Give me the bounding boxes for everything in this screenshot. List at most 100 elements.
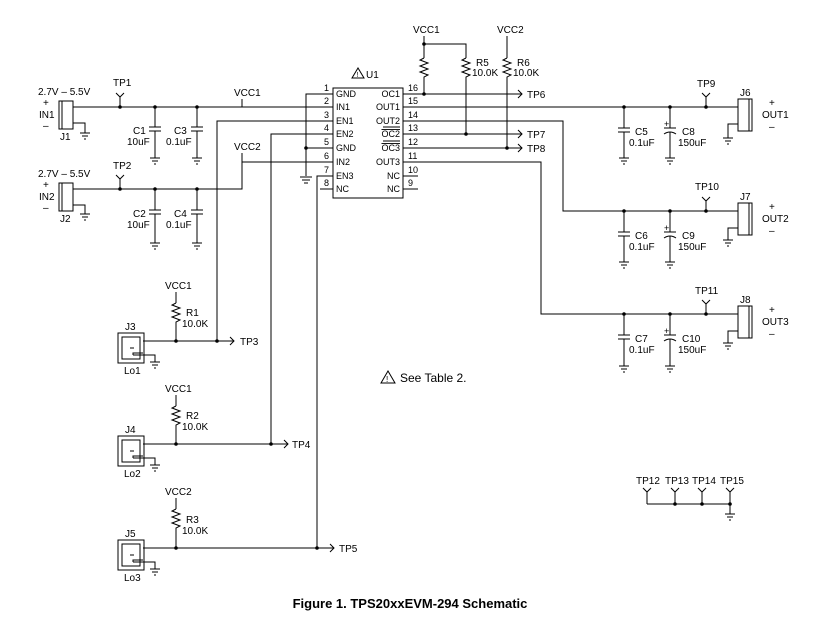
pin-name: EN1 bbox=[336, 116, 354, 126]
connector-ref: J6 bbox=[740, 88, 751, 99]
pin-number: 15 bbox=[408, 96, 418, 106]
component-value: 0.1uF bbox=[629, 138, 655, 149]
ground-icon bbox=[192, 157, 202, 165]
test-point-label: TP14 bbox=[692, 476, 716, 487]
minus-label: – bbox=[769, 122, 775, 133]
test-point-icon bbox=[725, 487, 735, 493]
connector-j7 bbox=[737, 202, 753, 236]
ground-icon bbox=[665, 365, 675, 373]
pin-number: 16 bbox=[408, 83, 418, 93]
resistor-icon bbox=[460, 57, 472, 134]
resistor-icon bbox=[170, 302, 182, 341]
component-value: 150uF bbox=[678, 242, 706, 253]
pin-name: OUT1 bbox=[376, 102, 400, 112]
ground-icon bbox=[723, 137, 733, 145]
test-point-icon bbox=[283, 439, 289, 449]
test-point-icon bbox=[517, 89, 523, 99]
pin-number: 2 bbox=[324, 96, 329, 106]
minus-label: – bbox=[43, 121, 49, 132]
jumper-j3 bbox=[117, 332, 145, 364]
component-ref: C7 bbox=[635, 334, 648, 345]
test-point-icon bbox=[697, 487, 707, 493]
pin-name: GND bbox=[336, 89, 357, 99]
component-value: 0.1uF bbox=[166, 137, 192, 148]
output-net-label: OUT1 bbox=[762, 110, 789, 121]
component-ref: R1 bbox=[186, 308, 199, 319]
pin-number: 10 bbox=[408, 165, 418, 175]
resistor-icon bbox=[170, 508, 182, 548]
svg-text:!: ! bbox=[357, 72, 359, 79]
test-point-label: TP12 bbox=[636, 476, 660, 487]
component-ref: C4 bbox=[174, 209, 187, 220]
pin-number: 14 bbox=[408, 110, 418, 120]
test-point-label: TP5 bbox=[339, 544, 358, 555]
component-ref: C9 bbox=[682, 231, 695, 242]
ground-icon bbox=[723, 342, 733, 350]
ic-body bbox=[332, 87, 404, 199]
test-point-icon bbox=[329, 543, 335, 553]
ground-test-points: TP12 TP13 TP14 TP15 bbox=[636, 476, 744, 521]
output-3-section: TP11 C7 0.1uF + C10 150uF J8 + OUT3 – bbox=[418, 161, 789, 373]
connector-ref: J4 bbox=[125, 425, 136, 436]
component-value: 150uF bbox=[678, 345, 706, 356]
test-point-label: TP13 bbox=[665, 476, 689, 487]
warning-icon bbox=[380, 370, 396, 384]
pin-name: OC1 bbox=[381, 89, 400, 99]
ground-icon bbox=[619, 365, 629, 373]
plus-label: + bbox=[769, 202, 775, 213]
connector-ref: J8 bbox=[740, 295, 751, 306]
minus-label: – bbox=[769, 329, 775, 340]
jumper-label: Lo2 bbox=[124, 469, 141, 480]
plus-label: + bbox=[43, 98, 49, 109]
ic-u1: ! U1 1 2 3 4 5 6 7 8 GND IN1 EN1 EN2 GND… bbox=[300, 67, 418, 199]
component-ref: C8 bbox=[682, 127, 695, 138]
pin-number: 7 bbox=[324, 165, 329, 175]
input-net-label: IN1 bbox=[39, 110, 55, 121]
test-point-label: TP10 bbox=[695, 182, 719, 193]
test-point-icon bbox=[642, 487, 652, 493]
test-point-icon bbox=[701, 299, 711, 305]
ground-icon bbox=[665, 261, 675, 269]
input-range-label: 2.7V – 5.5V bbox=[38, 87, 91, 98]
ic-right-pins: 16 15 14 13 12 11 10 9 OC1 OUT1 OUT2 OC2… bbox=[376, 83, 418, 194]
test-point-label: TP2 bbox=[113, 161, 132, 172]
test-point-icon bbox=[517, 129, 523, 139]
pin-name: EN3 bbox=[336, 171, 354, 181]
test-point-icon bbox=[670, 487, 680, 493]
test-point-label: TP7 bbox=[527, 130, 546, 141]
component-value: 0.1uF bbox=[629, 345, 655, 356]
input-2-section: 2.7V – 5.5V + IN2 – J2 TP2 VCC2 C2 10uF … bbox=[38, 142, 320, 250]
pin-number: 13 bbox=[408, 123, 418, 133]
pin-number: 5 bbox=[324, 137, 329, 147]
pin-number: 6 bbox=[324, 151, 329, 161]
test-point-icon bbox=[115, 92, 125, 98]
component-ref: R6 bbox=[517, 58, 530, 69]
enable-1-section: VCC1 R1 10.0K TP3 J3 Lo1 bbox=[117, 120, 320, 377]
ground-icon bbox=[192, 242, 202, 250]
component-value: 10.0K bbox=[472, 68, 498, 79]
pin-name: EN2 bbox=[336, 129, 354, 139]
component-ref: R3 bbox=[186, 515, 199, 526]
pin-name: NC bbox=[387, 171, 400, 181]
net-label-vcc2: VCC2 bbox=[165, 487, 192, 498]
output-net-label: OUT2 bbox=[762, 214, 789, 225]
pin-name: NC bbox=[387, 184, 400, 194]
net-label-vcc2: VCC2 bbox=[497, 25, 524, 36]
connector-ref: J1 bbox=[60, 132, 71, 143]
test-point-label: TP3 bbox=[240, 337, 259, 348]
output-2-section: TP10 C6 0.1uF + C9 150uF J7 + OUT2 – bbox=[418, 120, 789, 269]
pin-number: 11 bbox=[408, 151, 417, 161]
pin-number: 12 bbox=[408, 137, 418, 147]
resistor-icon bbox=[418, 57, 430, 94]
pin-name: NC bbox=[336, 184, 349, 194]
connector-ref: J5 bbox=[125, 529, 136, 540]
pin-number: 9 bbox=[408, 178, 413, 188]
ic-ref: U1 bbox=[366, 70, 379, 81]
jumper-label: Lo1 bbox=[124, 366, 141, 377]
component-ref: C1 bbox=[133, 126, 146, 137]
ground-icon bbox=[150, 568, 160, 576]
enable-2-section: VCC1 R2 10.0K TP4 J4 Lo2 bbox=[117, 133, 320, 480]
connector-ref: J2 bbox=[60, 214, 71, 225]
output-net-label: OUT3 bbox=[762, 317, 789, 328]
ground-icon bbox=[300, 176, 312, 184]
